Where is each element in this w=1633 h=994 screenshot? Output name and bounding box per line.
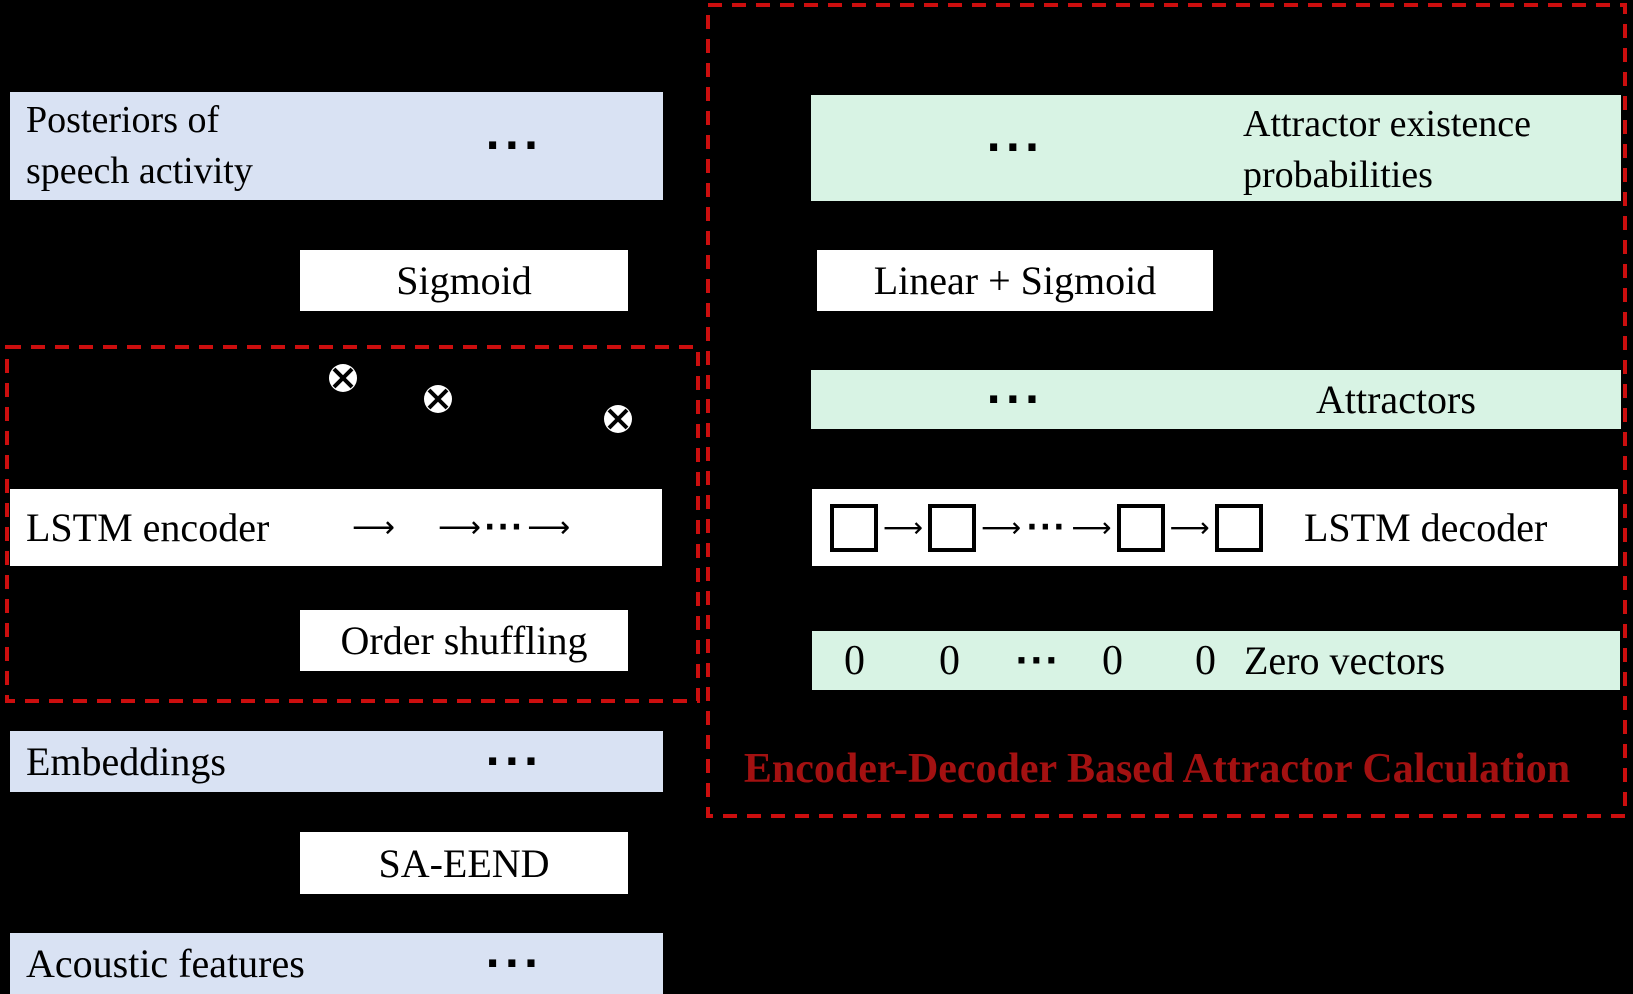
posteriors-label-line2: speech activity — [26, 150, 253, 192]
ellipsis-dots: ··· — [485, 123, 543, 169]
acoustic-features-box: Acoustic features ··· — [10, 933, 663, 994]
dots-icon: ··· — [484, 509, 525, 545]
ellipsis-dots: ··· — [986, 376, 1044, 423]
arrow-icon: ⟶ — [438, 509, 482, 545]
multiply-icon — [329, 364, 357, 392]
encoder-recurrence: ⟶ ··· ⟶ — [438, 489, 570, 566]
acoustic-features-label: Acoustic features — [26, 941, 305, 986]
multiply-icon — [424, 385, 452, 413]
dots-icon: ··· — [1026, 509, 1067, 545]
arrow-icon: ⟶ — [352, 509, 396, 545]
lstm-cell-square — [1214, 503, 1263, 552]
ellipsis-dots: ··· — [986, 125, 1044, 171]
ellipsis-dots: ··· — [485, 738, 543, 785]
linear-sigmoid-box: Linear + Sigmoid — [815, 248, 1215, 313]
order-shuffling-label: Order shuffling — [340, 618, 588, 663]
attractor-existence-label-line2: probabilities — [1243, 154, 1433, 196]
sigmoid-label: Sigmoid — [396, 258, 532, 303]
multiply-icon — [604, 405, 632, 433]
embeddings-label: Embeddings — [26, 739, 226, 784]
attractor-existence-label-line1: Attractor existence — [1243, 103, 1532, 145]
attractors-box: ··· Attractors — [811, 370, 1621, 429]
zero-value: 0 — [1195, 637, 1216, 684]
lstm-decoder-box: ⟶ ⟶ ··· ⟶ ⟶ LSTM decoder — [812, 489, 1618, 566]
lstm-cell-square — [830, 503, 878, 552]
arrow-icon: ⟶ — [883, 510, 924, 544]
attractors-label: Attractors — [1316, 377, 1476, 422]
decoder-cell-chain: ⟶ ⟶ ··· ⟶ ⟶ — [830, 489, 1263, 566]
arrow-icon: ⟶ — [1071, 510, 1112, 544]
zero-vectors-box: 0 0 ··· 0 0 Zero vectors — [812, 631, 1620, 690]
dots-icon: ··· — [1015, 640, 1060, 681]
lstm-cell-square — [1116, 503, 1165, 552]
lstm-encoder-box: LSTM encoder ⟶ ⟶ ··· ⟶ — [10, 489, 662, 566]
lstm-decoder-label: LSTM decoder — [1304, 505, 1548, 550]
embeddings-box: Embeddings ··· — [10, 731, 663, 792]
lstm-encoder-label: LSTM encoder — [26, 505, 270, 550]
posteriors-box: Posteriors of speech activity ··· — [10, 92, 663, 200]
sigmoid-box: Sigmoid — [298, 248, 630, 313]
zero-vectors-label: Zero vectors — [1244, 638, 1446, 683]
lstm-cell-square — [928, 503, 977, 552]
sa-eend-label: SA-EEND — [378, 840, 550, 886]
arrow-icon: ⟶ — [527, 509, 571, 545]
attractor-existence-box: ··· Attractor existence probabilities — [811, 95, 1621, 201]
posteriors-label-line1: Posteriors of — [26, 99, 220, 141]
zero-value: 0 — [844, 637, 865, 684]
ellipsis-dots: ··· — [485, 940, 543, 987]
sa-eend-box: SA-EEND — [298, 830, 630, 896]
posteriors-label: Posteriors of speech activity — [26, 95, 253, 197]
zero-value: 0 — [939, 637, 960, 684]
zero-value: 0 — [1102, 637, 1123, 684]
arrow-icon: ⟶ — [1169, 510, 1210, 544]
linear-sigmoid-label: Linear + Sigmoid — [873, 258, 1157, 303]
arrow-icon: ⟶ — [981, 510, 1022, 544]
eda-caption: Encoder-Decoder Based Attractor Calculat… — [743, 746, 1571, 792]
attractor-existence-label: Attractor existence probabilities — [1243, 99, 1531, 201]
order-shuffling-box: Order shuffling — [298, 608, 630, 673]
